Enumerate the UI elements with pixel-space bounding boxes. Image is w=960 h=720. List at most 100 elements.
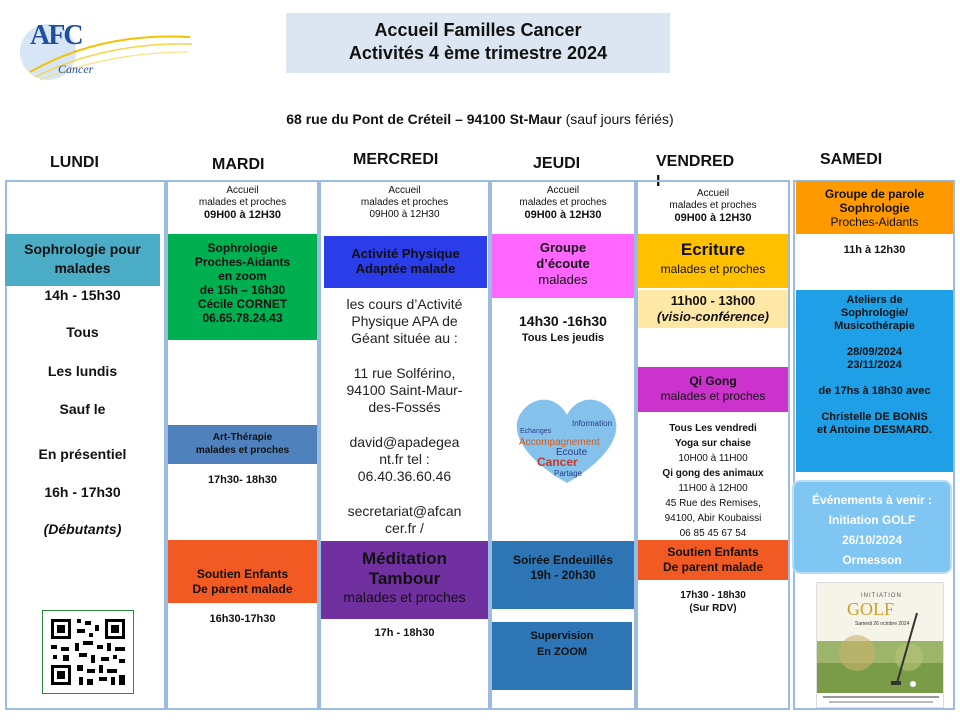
vendredi-list-5: 45 Rue des Remises, <box>665 498 761 509</box>
day-jeudi: JEUDI <box>533 155 581 172</box>
vendredi-list-3: Qi gong des animaux <box>662 468 764 479</box>
mardi-art-time: 17h30- 18h30 <box>207 474 278 486</box>
day-lundi: LUNDI <box>50 154 99 171</box>
accueil-label: Accueil <box>226 185 259 196</box>
lundi-les-lundis: Les lundis <box>47 363 118 379</box>
jeudi-groupe: Groupe d’écoute malades <box>492 234 634 298</box>
heart-word-6: Partage <box>554 469 583 478</box>
mercredi-med-l2: Tambour <box>368 569 441 588</box>
logo-letters: AFC <box>30 20 84 51</box>
heart-word-3: Accompagnement <box>519 437 600 448</box>
address-note: (sauf jours fériés) <box>565 111 674 127</box>
mardi-sophrologie: Sophrologie Proches-Aidants en zoom de 1… <box>168 234 317 340</box>
column-mardi <box>166 180 319 710</box>
lundi-tous: Tous <box>66 324 99 340</box>
vendredi-list-2: 10H00 à 11H00 <box>678 453 748 464</box>
samedi-event-l4: Ormesson <box>842 553 902 567</box>
logo-word: Cancer <box>58 62 94 76</box>
vendredi-list-6: 94100, Abir Koubaissi <box>664 513 762 524</box>
samedi-event-l3: 26/10/2024 <box>841 533 903 547</box>
golf-flyer: INITIATION GOLF Samedi 26 octobre 2024 <box>816 582 944 708</box>
jeudi-recurrence: Tous Les jeudis <box>521 332 605 344</box>
accueil-who: malades et proches <box>360 197 449 208</box>
samedi-groupe-l2: Sophrologie <box>839 201 910 215</box>
mercredi-med-who: malades et proches <box>343 589 466 605</box>
mercredi-med-l1: Méditation <box>362 549 447 568</box>
column-mercredi <box>319 180 490 710</box>
samedi-names-l2: et Antoine DESMARD. <box>816 424 933 436</box>
vendredi-list-0: Tous Les vendredi <box>669 423 757 434</box>
mardi-accueil: Accueil malades et proches 09H00 à 12H30 <box>168 185 317 221</box>
mercredi-accueil: Accueil malades et proches 09H00 à 12H30 <box>321 185 488 221</box>
mercredi-text-l11: cer.fr / <box>385 520 424 536</box>
mercredi-text-l6: des-Fossés <box>368 399 441 415</box>
mardi-art-who: malades et proches <box>195 445 290 456</box>
accueil-hours: 09H00 à 12H30 <box>524 209 602 221</box>
vendredi-ecriture-time-box: 11h00 - 13h00 (visio-conférence) <box>638 290 788 328</box>
mercredi-apa: Activité Physique Adaptée malade <box>324 236 487 288</box>
mercredi-apa-l1: Activité Physique <box>351 246 460 261</box>
samedi-date-1: 28/09/2024 <box>846 346 903 358</box>
mercredi-email[interactable]: david@apadegea <box>349 434 460 450</box>
mercredi-phone: 06.40.36.60.46 <box>357 468 452 484</box>
samedi-event-l1: Événements à venir : <box>811 493 933 507</box>
lundi-time-1: 14h - 15h30 <box>44 287 121 303</box>
jeudi-soiree: Soirée Endeuillés 19h - 20h30 <box>492 541 634 609</box>
mercredi-email-2[interactable]: secretariat@afcan <box>347 503 462 519</box>
title-line-2: Activités 4 ème trimestre 2024 <box>348 43 608 63</box>
title-box: Accueil Familles Cancer Activités 4 ème … <box>286 13 670 73</box>
vendredi-soutien-l1: Soutien Enfants <box>667 545 759 559</box>
jeudi-time: 14h30 -16h30 <box>519 313 607 329</box>
heart-word-2: Information <box>572 419 613 428</box>
mercredi-text-l2: Physique APA de <box>351 313 458 329</box>
lundi-presentiel: En présentiel <box>38 446 127 462</box>
vendredi-qigong-title: Qi Gong <box>689 374 737 388</box>
column-jeudi <box>490 180 636 710</box>
jeudi-soiree-l1: Soirée Endeuillés <box>512 553 614 567</box>
accueil-who: malades et proches <box>669 200 757 211</box>
jeudi-groupe-l1: Groupe <box>539 240 587 255</box>
heart-word-1: Echanges <box>520 428 552 435</box>
accueil-who: malades et proches <box>198 197 287 208</box>
column-lundi <box>5 180 166 710</box>
vendredi-soutien-l2: De parent malade <box>662 560 764 574</box>
samedi-ateliers: Ateliers de Sophrologie/ Musicothérapie … <box>796 290 953 472</box>
samedi-event-l2: Initiation GOLF <box>828 513 916 527</box>
mardi-soph-l3: en zoom <box>218 269 267 283</box>
vendredi-ecriture: Ecriture malades et proches <box>638 234 788 288</box>
samedi-ateliers-l3: Musicothérapie <box>834 320 915 332</box>
vendredi-list-7: 06 85 45 67 54 <box>679 528 747 539</box>
vendredi-ecriture-title: Ecriture <box>680 240 746 259</box>
mardi-soutien-l1: Soutien Enfants <box>196 567 289 581</box>
mercredi-text-l1: les cours d’Activité <box>346 296 463 312</box>
mercredi-meditation: Méditation Tambour malades et proches <box>321 541 488 619</box>
lundi-sauf: Sauf le <box>59 401 106 417</box>
heart-word-4: Ecoute <box>556 447 588 458</box>
mardi-soutien: Soutien Enfants De parent malade <box>168 540 317 603</box>
samedi-event: Événements à venir : Initiation GOLF 26/… <box>792 480 952 574</box>
mercredi-apa-l2: Adaptée malade <box>355 261 456 276</box>
samedi-groupe-l1: Groupe de parole <box>824 187 925 201</box>
title-line-1: Accueil Familles Cancer <box>374 20 582 40</box>
samedi-date-2: 23/11/2024 <box>847 359 902 371</box>
mardi-soph-l5: Cécile CORNET <box>197 297 288 311</box>
vendredi-qigong: Qi Gong malades et proches <box>638 367 788 412</box>
samedi-groupe: Groupe de parole Sophrologie Proches-Aid… <box>796 181 953 234</box>
vendredi-list: Tous Les vendredi Yoga sur chaise 10H00 … <box>638 421 788 541</box>
accueil-hours: 09H00 à 12H30 <box>203 209 282 221</box>
mardi-soph-l6: 06.65.78.24.43 <box>202 311 283 325</box>
accueil-hours: 09H00 à 12H30 <box>674 212 752 224</box>
vendredi-list-4: 11H00 à 12H00 <box>678 483 748 494</box>
accueil-hours: 09H00 à 12H30 <box>369 209 440 220</box>
qr-code[interactable] <box>42 610 134 694</box>
address: 68 rue du Pont de Créteil – 94100 St-Mau… <box>200 111 760 127</box>
lundi-sophrologie: Sophrologie pour malades <box>5 234 160 286</box>
jeudi-accueil: Accueil malades et proches 09H00 à 12H30 <box>492 185 634 221</box>
mardi-soutien-time: 16h30-17h30 <box>209 613 276 625</box>
golf-flyer-small: INITIATION <box>861 593 902 599</box>
accueil-label: Accueil <box>546 185 580 196</box>
lundi-time-2: 16h - 17h30 <box>44 484 121 500</box>
mardi-art-therapie: Art-Thérapie malades et proches <box>168 425 317 464</box>
jeudi-supervision-l1: Supervision <box>530 630 594 642</box>
vendredi-soutien-times: 17h30 - 18h30 (Sur RDV) <box>638 589 788 615</box>
